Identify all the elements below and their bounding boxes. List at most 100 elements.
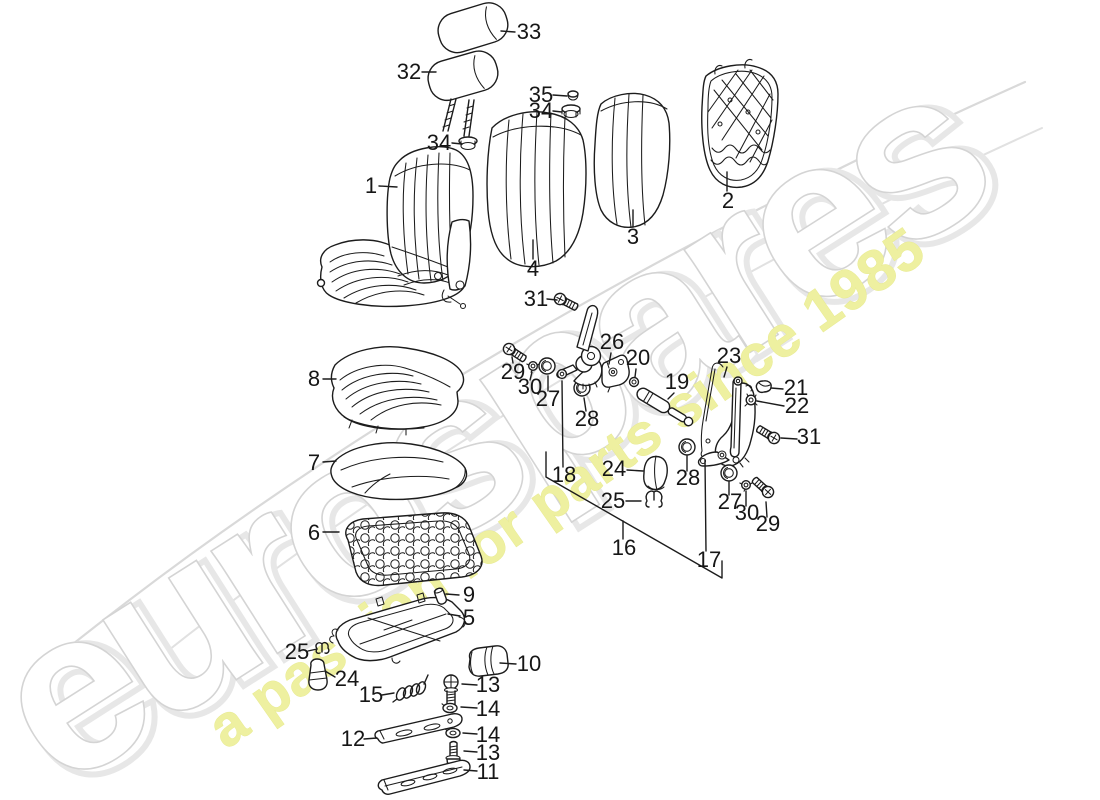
washer-14-lower <box>444 727 461 739</box>
callout-14-lower: 14 <box>476 722 500 747</box>
callout-28-left: 28 <box>575 406 599 431</box>
callout-13-upper: 13 <box>476 672 500 697</box>
callout-15: 15 <box>359 682 383 707</box>
knob-24-left <box>308 658 328 691</box>
spring-15 <box>392 674 429 703</box>
leader-33 <box>500 30 516 33</box>
callout-labels: 33 32 34 35 34 1 4 3 2 31 29 30 27 28 26… <box>285 19 821 784</box>
spring-mat-6 <box>345 512 483 587</box>
callout-26: 26 <box>600 329 624 354</box>
leader-29-left <box>511 356 514 364</box>
lockwasher-22 <box>744 393 758 407</box>
leader-9 <box>445 593 460 596</box>
guide-bush-34-right <box>561 104 581 119</box>
leader-18 <box>561 380 564 468</box>
callout-34-left: 34 <box>427 130 451 155</box>
callout-35: 35 <box>529 82 553 107</box>
callout-21: 21 <box>784 375 808 400</box>
callout-12: 12 <box>341 726 365 751</box>
leader-30-left <box>529 371 533 381</box>
cap-21 <box>755 380 772 394</box>
headrest-post-right <box>463 99 475 137</box>
callout-20: 20 <box>626 345 650 370</box>
callout-4: 4 <box>527 256 539 281</box>
washer-20 <box>628 376 640 388</box>
seat-frame-5 <box>329 592 466 664</box>
leader-11 <box>463 769 478 772</box>
seat-complete-1 <box>316 146 474 310</box>
callout-31-right: 31 <box>797 424 821 449</box>
callout-11: 11 <box>477 759 500 784</box>
washer-14-upper <box>441 702 458 714</box>
leader-10 <box>499 662 517 665</box>
callout-23: 23 <box>717 343 741 368</box>
leader-22 <box>756 400 785 407</box>
callout-17: 17 <box>697 547 721 572</box>
rod-19 <box>636 387 694 427</box>
leader-35 <box>552 94 568 97</box>
bushing-27-left <box>538 357 556 375</box>
screw-31-right <box>753 422 783 447</box>
knob-24-middle <box>643 455 668 491</box>
leader-24-left <box>324 670 336 678</box>
guide-bush-34-left <box>458 136 478 151</box>
backrest-cover-4 <box>486 111 587 268</box>
callout-19: 19 <box>665 369 689 394</box>
buffer-9 <box>433 587 448 605</box>
leader-20 <box>634 368 637 378</box>
bracket-16 <box>545 451 723 579</box>
leader-31-left <box>546 298 558 301</box>
rail-11 <box>377 759 471 795</box>
callout-7: 7 <box>308 450 320 475</box>
diagram-linework <box>308 2 783 795</box>
callout-14-upper: 14 <box>476 696 500 721</box>
bushing-28-right <box>678 438 696 456</box>
callout-27-right: 27 <box>718 489 742 514</box>
watermark-swoosh-lower <box>99 127 1043 707</box>
clip-25-middle <box>645 490 663 508</box>
callout-1: 1 <box>365 173 377 198</box>
callout-31-left: 31 <box>524 286 548 311</box>
callout-27-left: 27 <box>536 386 560 411</box>
backrest-frame-2 <box>701 58 779 189</box>
cap-35 <box>567 90 579 101</box>
callout-32: 32 <box>397 59 421 84</box>
callout-3: 3 <box>627 224 639 249</box>
callout-25-middle: 25 <box>601 488 625 513</box>
callout-24-left: 24 <box>335 666 359 691</box>
callout-9: 9 <box>463 582 475 607</box>
callout-29-right: 29 <box>756 511 780 536</box>
callout-2: 2 <box>722 188 734 213</box>
screw-13-upper <box>443 674 459 707</box>
leader-7 <box>322 460 337 463</box>
leader-21 <box>770 387 784 390</box>
leader-29-right <box>765 501 768 518</box>
bushing-27-right <box>720 464 738 482</box>
leader-14-lower <box>462 732 478 735</box>
leader-31-right <box>780 437 798 440</box>
callout-18: 18 <box>552 462 576 487</box>
leader-34-left <box>451 142 463 145</box>
callout-22: 22 <box>785 393 809 418</box>
screw-29-right <box>749 474 777 501</box>
leader-25-left <box>307 648 318 652</box>
leader-19 <box>667 392 675 400</box>
leader-34-right <box>552 110 563 113</box>
leader-17 <box>704 459 707 552</box>
leader-28-left <box>583 397 587 412</box>
callout-8: 8 <box>308 366 320 391</box>
rail-12 <box>374 713 463 744</box>
leader-1 <box>378 185 398 188</box>
callout-30-right: 30 <box>735 500 759 525</box>
callout-34-right: 34 <box>529 98 553 123</box>
callout-6: 6 <box>308 520 320 545</box>
leader-13-lower <box>463 750 478 753</box>
headrest-33 <box>437 2 509 54</box>
leader-23 <box>723 366 728 378</box>
leader-13-upper <box>461 683 478 686</box>
leader-5 <box>447 613 461 617</box>
callout-33: 33 <box>517 19 541 44</box>
recliner-right-17 <box>697 362 756 468</box>
